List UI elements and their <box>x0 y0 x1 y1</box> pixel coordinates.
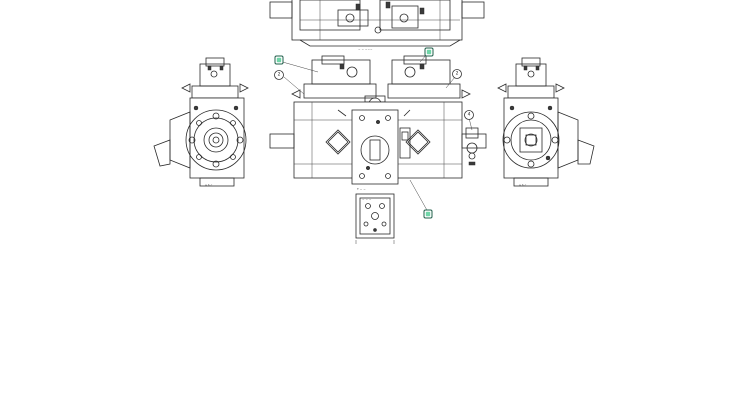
hotspot-marker-top-right[interactable] <box>424 47 434 57</box>
callout-2-right-label: 2 <box>456 71 459 77</box>
callout-2-left: 2 <box>274 70 284 80</box>
hotspot-marker-top-left[interactable] <box>274 55 284 65</box>
pump-left-end-view: a b c <box>153 57 249 187</box>
pump-bottom-detail-view: ~ ~ ~ <box>355 193 395 244</box>
svg-text:T ~ ~: T ~ ~ <box>356 187 366 191</box>
hotspot-marker-bottom[interactable] <box>423 209 433 219</box>
svg-text:a b c: a b c <box>519 183 527 187</box>
pump-front-view: T ~ ~ <box>269 55 487 191</box>
svg-text:~ ~ ~~~: ~ ~ ~~~ <box>358 47 373 51</box>
callout-4-label: 4 <box>468 112 471 118</box>
leader-lines <box>278 52 473 213</box>
pump-top-view: ~ ~ ~~~ <box>269 0 485 51</box>
pump-right-end-view: a b c <box>497 57 595 187</box>
callout-2-right: 2 <box>452 69 462 79</box>
svg-text:~ ~ ~: ~ ~ ~ <box>362 197 372 201</box>
callout-4: 4 <box>464 110 474 120</box>
svg-text:a b c: a b c <box>205 183 213 187</box>
callout-2-left-label: 2 <box>278 72 281 78</box>
